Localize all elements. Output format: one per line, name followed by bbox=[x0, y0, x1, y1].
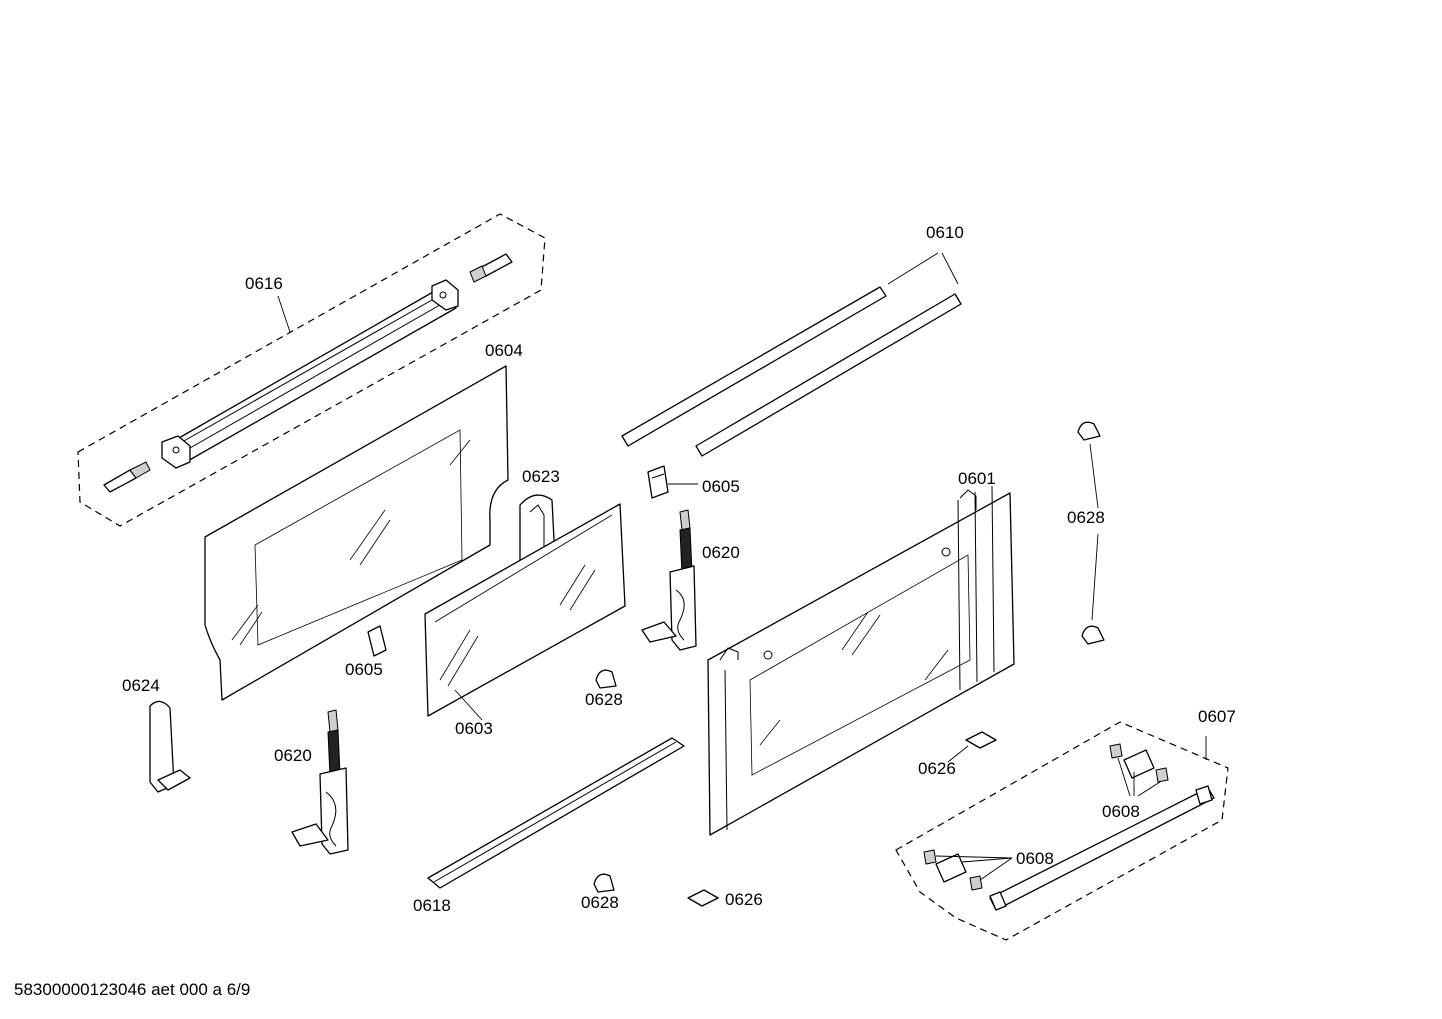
part-0624-side-bracket bbox=[149, 700, 191, 793]
part-0603-glass-panel bbox=[424, 503, 626, 721]
label-0605-top: 0605 bbox=[702, 477, 740, 496]
label-0616: 0616 bbox=[245, 274, 283, 293]
label-0601: 0601 bbox=[958, 469, 996, 488]
label-0605-mid: 0605 bbox=[345, 660, 383, 679]
label-0620-left: 0620 bbox=[274, 746, 312, 765]
part-0610-seals bbox=[621, 252, 962, 457]
label-0618: 0618 bbox=[413, 896, 451, 915]
part-labels: 0616 0604 0623 0610 0605 0620 0601 0628 … bbox=[122, 223, 1236, 915]
part-0604-glass-panel bbox=[204, 365, 509, 701]
label-0628-mid: 0628 bbox=[585, 690, 623, 709]
part-0628-buffer-mid bbox=[595, 669, 617, 689]
label-0624: 0624 bbox=[122, 676, 160, 695]
part-0628-buffer-bottom bbox=[593, 873, 615, 893]
label-0620-right: 0620 bbox=[702, 543, 740, 562]
label-0628-bottom: 0628 bbox=[581, 893, 619, 912]
label-0626-bottom: 0626 bbox=[725, 890, 763, 909]
label-0604: 0604 bbox=[485, 341, 523, 360]
label-0607: 0607 bbox=[1198, 707, 1236, 726]
part-0605-clip-mid bbox=[367, 625, 387, 657]
document-footer-id: 58300000123046 aet 000 a 6/9 bbox=[14, 980, 251, 999]
part-0626-clips bbox=[687, 731, 997, 907]
part-0601-door-frame bbox=[707, 485, 1015, 836]
label-0608-left: 0608 bbox=[1016, 849, 1054, 868]
part-0618-lower-trim bbox=[427, 737, 685, 889]
label-0628-right: 0628 bbox=[1067, 508, 1105, 527]
label-0603: 0603 bbox=[455, 719, 493, 738]
label-0608-right: 0608 bbox=[1102, 802, 1140, 821]
label-0610: 0610 bbox=[926, 223, 964, 242]
part-0620-hinge-left bbox=[291, 709, 349, 855]
part-0628-buffers-right bbox=[1077, 421, 1105, 645]
part-0616-group bbox=[77, 213, 546, 527]
label-0623: 0623 bbox=[522, 467, 560, 486]
label-0626-right: 0626 bbox=[918, 759, 956, 778]
part-0605-clip-top bbox=[647, 465, 698, 499]
part-0607-handle-group bbox=[895, 721, 1229, 941]
part-0620-hinge-right bbox=[641, 509, 697, 651]
